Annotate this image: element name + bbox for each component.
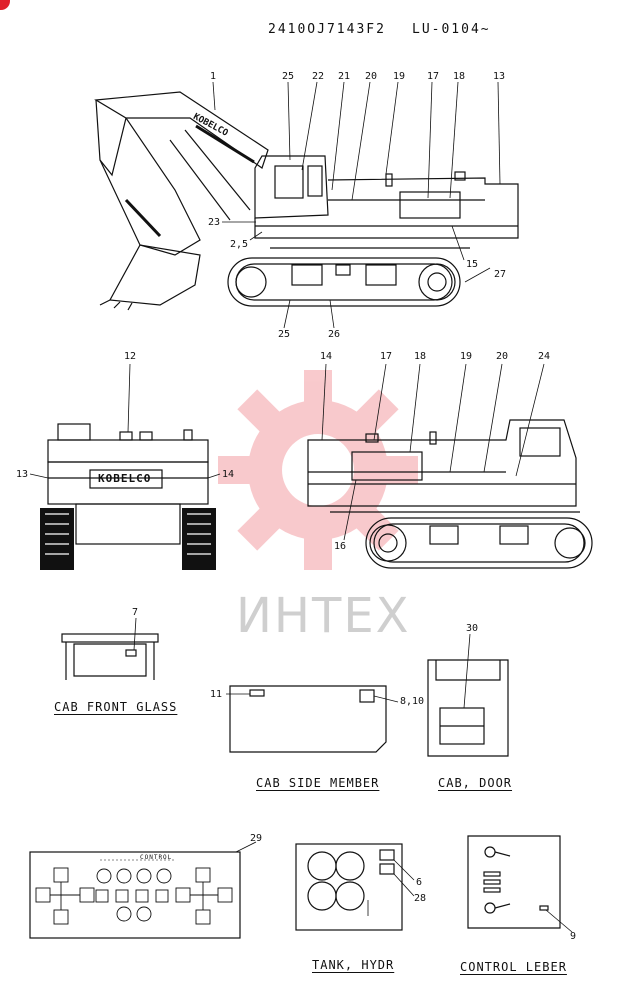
label-cab-front-glass-7: 7: [132, 607, 139, 618]
label-right-14: 14: [320, 351, 333, 362]
label-right-20: 20: [496, 351, 509, 362]
caption-tank-hydr: TANK, HYDR: [312, 958, 395, 972]
corner-badge: [0, 0, 10, 10]
label-side-21: 21: [338, 71, 351, 82]
cab-front-glass-drawing: [61, 617, 159, 680]
control-panel-title: CONTROL: [140, 854, 173, 861]
label-side-13: 13: [493, 71, 506, 82]
label-cab-side-11: 11: [210, 689, 223, 700]
cab-door-drawing: [427, 633, 509, 757]
label-rear-14: 14: [222, 469, 235, 480]
label-side-18: 18: [453, 71, 466, 82]
rear-view-excavator: [29, 363, 221, 570]
tank-hydr-drawing: [295, 843, 415, 931]
caption-cab-side-member: CAB SIDE MEMBER: [256, 776, 380, 790]
serial-range: LU-0104~: [412, 22, 491, 37]
label-side-25b: 25: [278, 329, 291, 340]
label-side-1: 1: [210, 71, 217, 82]
brand-logo-rear: KOBELCO: [98, 472, 152, 485]
label-side-23: 23: [208, 217, 221, 228]
right-side-view-excavator: [307, 363, 593, 569]
label-side-2-5: 2,5: [230, 239, 249, 250]
label-right-18: 18: [414, 351, 427, 362]
label-side-27: 27: [494, 269, 507, 280]
label-control-leber-9: 9: [570, 931, 577, 942]
watermark-text: ИНТЕХ: [236, 588, 411, 644]
label-side-19: 19: [393, 71, 406, 82]
label-side-25a: 25: [282, 71, 295, 82]
label-cab-door-30: 30: [466, 623, 479, 634]
control-panel-drawing: [29, 841, 257, 939]
label-side-26: 26: [328, 329, 341, 340]
cab-side-member-drawing: [226, 685, 399, 753]
part-number: 2410OJ7143F2: [268, 22, 386, 37]
label-control-panel-29: 29: [250, 833, 263, 844]
label-side-17: 17: [427, 71, 440, 82]
label-side-22: 22: [312, 71, 325, 82]
control-leber-drawing: [467, 835, 573, 933]
caption-cab-front-glass: CAB FRONT GLASS: [54, 700, 178, 714]
label-right-17: 17: [380, 351, 393, 362]
label-rear-12: 12: [124, 351, 137, 362]
caption-control-leber: CONTROL LEBER: [460, 960, 567, 974]
side-view-excavator: [94, 81, 519, 329]
label-right-16: 16: [334, 541, 347, 552]
label-side-15: 15: [466, 259, 479, 270]
label-rear-13: 13: [16, 469, 29, 480]
label-tank-28: 28: [414, 893, 427, 904]
label-right-24: 24: [538, 351, 551, 362]
label-cab-side-8-10: 8,10: [400, 696, 425, 707]
label-tank-6: 6: [416, 877, 423, 888]
label-side-20: 20: [365, 71, 378, 82]
label-right-19: 19: [460, 351, 473, 362]
caption-cab-door: CAB, DOOR: [438, 776, 513, 790]
